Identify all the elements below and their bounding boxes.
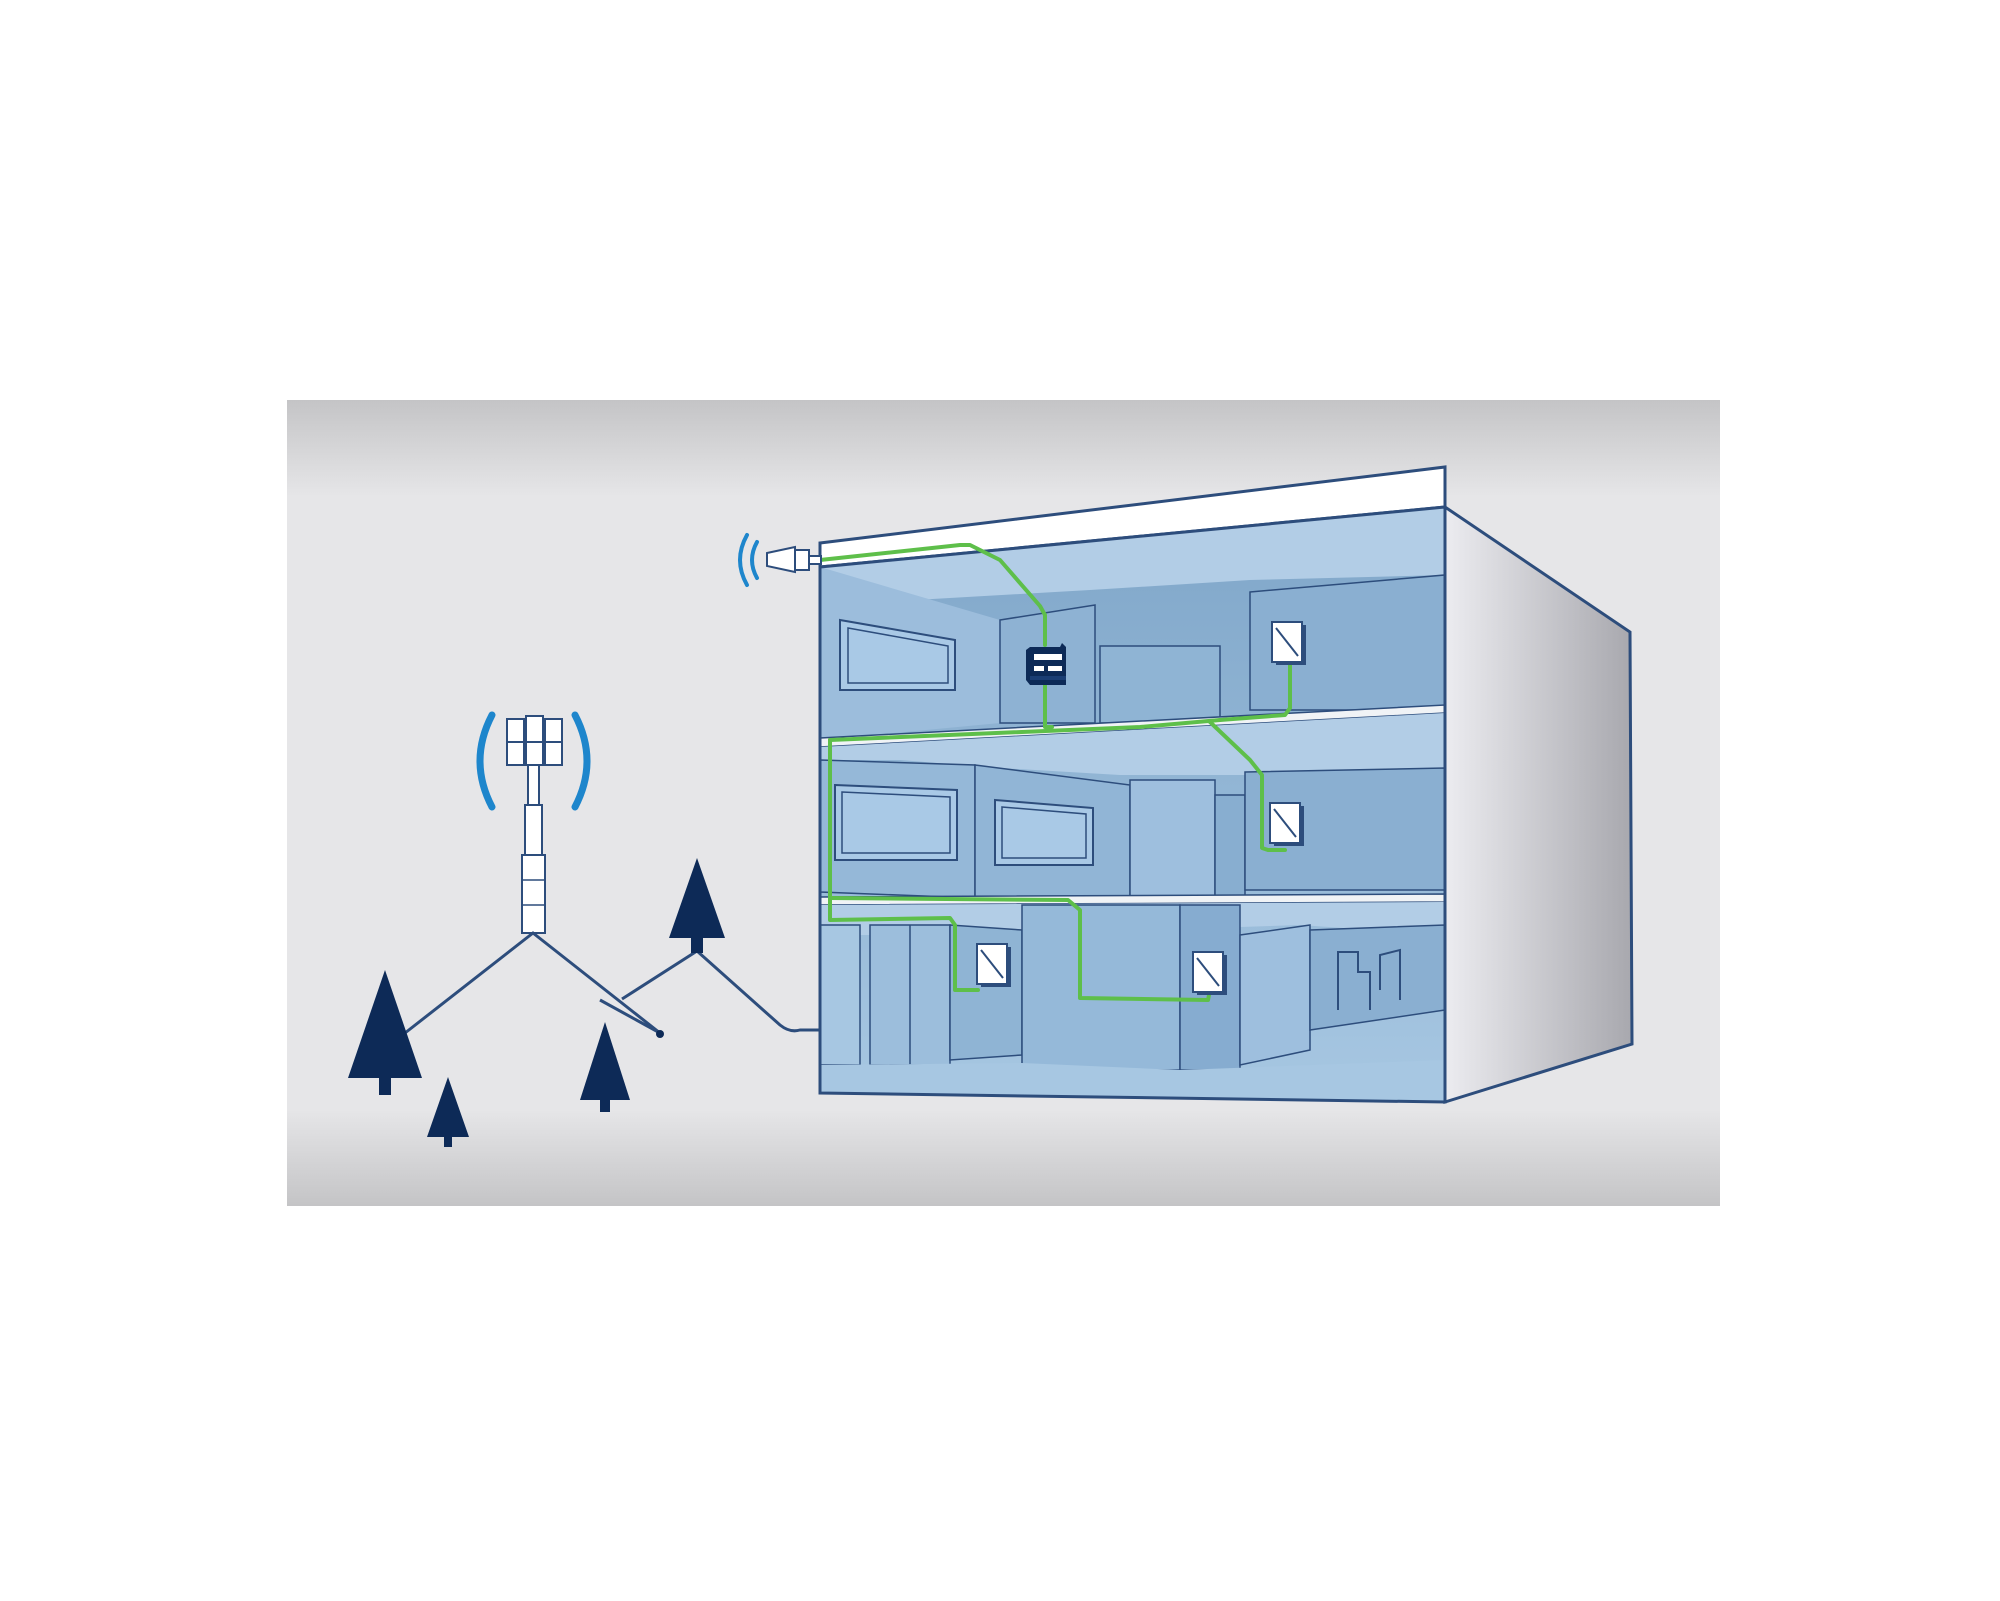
cell-tower-icon bbox=[476, 711, 591, 934]
panel-antenna-icon bbox=[1192, 951, 1227, 995]
tree-icon bbox=[427, 1077, 469, 1147]
building bbox=[818, 465, 1634, 1105]
tree-icon bbox=[669, 858, 725, 953]
panel-antenna-icon bbox=[976, 943, 1011, 987]
panel-antenna-icon bbox=[1271, 621, 1306, 665]
yagi-antenna-icon bbox=[738, 533, 822, 587]
tree-icon bbox=[348, 970, 422, 1095]
booster-unit-icon bbox=[1026, 643, 1066, 685]
hill-line bbox=[404, 931, 822, 1035]
panel-antenna-icon bbox=[1269, 802, 1304, 846]
coax-cable-network bbox=[818, 543, 1292, 1002]
tree-icon bbox=[580, 1022, 630, 1112]
